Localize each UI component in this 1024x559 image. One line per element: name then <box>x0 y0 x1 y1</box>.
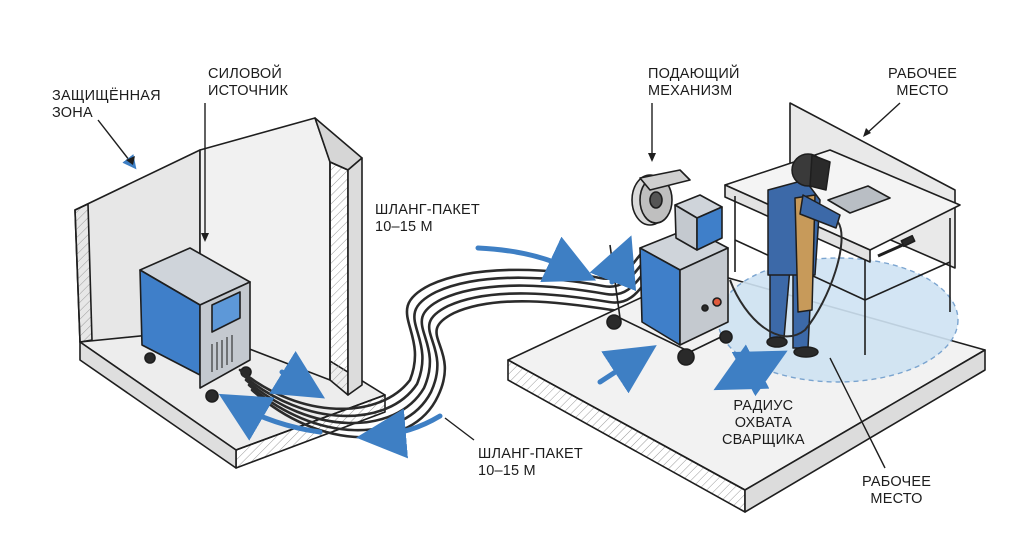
label-workplace-top-line2: МЕСТО <box>896 83 949 99</box>
label-power-source-line1: СИЛОВОЙ <box>208 66 282 82</box>
arrow-platform-entry <box>597 345 657 394</box>
label-radius-line3: СВАРЩИКА <box>722 432 805 448</box>
label-feeder-line1: ПОДАЮЩИЙ <box>648 66 740 82</box>
label-hose-top-line2: 10–15 М <box>375 219 433 235</box>
label-workplace-top: РАБОЧЕЕ МЕСТО <box>888 66 957 100</box>
arrow-hose-top <box>475 236 597 282</box>
label-feeder-line2: МЕХАНИЗМ <box>648 83 733 99</box>
label-power-source-line2: ИСТОЧНИК <box>208 83 289 99</box>
label-hose-bottom-line1: ШЛАНГ-ПАКЕТ <box>478 446 583 462</box>
arrow-return-left <box>218 393 323 441</box>
label-protected-zone: ЗАЩИЩЁННАЯ ЗОНА <box>52 88 161 122</box>
wire-feeder-cart <box>606 169 733 366</box>
label-workplace-bottom-line2: МЕСТО <box>870 491 923 507</box>
arrow-radius <box>713 344 788 397</box>
label-workplace-bottom: РАБОЧЕЕ МЕСТО <box>862 474 931 508</box>
label-power-source: СИЛОВОЙ ИСТОЧНИК <box>208 66 288 100</box>
arrow-power-out <box>269 350 326 399</box>
leader-lines <box>97 102 901 469</box>
label-protected-zone-line2: ЗОНА <box>52 105 93 121</box>
workbench <box>724 102 961 355</box>
flow-arrows <box>218 235 788 459</box>
label-radius-line1: РАДИУС <box>733 398 794 414</box>
label-hose-top-line1: ШЛАНГ-ПАКЕТ <box>375 202 480 218</box>
arrow-to-feeder <box>589 235 637 292</box>
label-radius: РАДИУС ОХВАТА СВАРЩИКА <box>722 398 805 449</box>
label-hose-bottom-line2: 10–15 М <box>478 463 536 479</box>
label-feeder: ПОДАЮЩИЙ МЕХАНИЗМ <box>648 66 740 100</box>
label-radius-line2: ОХВАТА <box>734 415 793 431</box>
label-hose-bottom: ШЛАНГ-ПАКЕТ 10–15 М <box>478 446 583 480</box>
label-protected-zone-line1: ЗАЩИЩЁННАЯ <box>52 88 161 104</box>
label-workplace-top-line1: РАБОЧЕЕ <box>888 66 958 82</box>
power-source-machine <box>139 247 252 403</box>
label-hose-top: ШЛАНГ-ПАКЕТ 10–15 М <box>375 202 480 236</box>
welder-figure <box>729 153 843 358</box>
arrow-hose-bottom <box>356 408 443 459</box>
label-workplace-bottom-line1: РАБОЧЕЕ <box>862 474 932 490</box>
